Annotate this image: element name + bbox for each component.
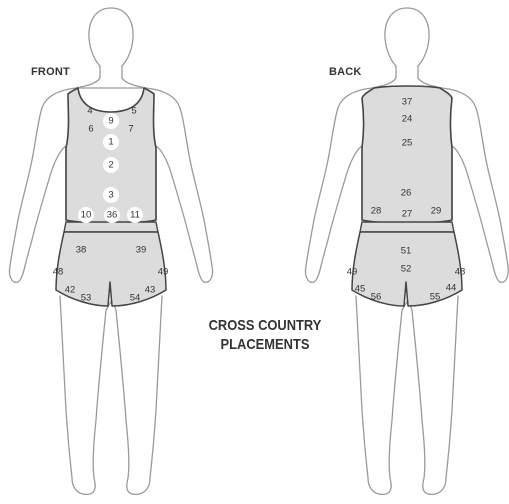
front-placement-9: 9 bbox=[108, 116, 113, 127]
front-placement-42: 42 bbox=[65, 285, 76, 296]
front-placement-7: 7 bbox=[128, 124, 133, 135]
back-legs-outline bbox=[356, 296, 458, 494]
back-placement-28: 28 bbox=[371, 206, 382, 217]
back-placement-37: 37 bbox=[402, 97, 413, 108]
front-legs-outline bbox=[60, 296, 162, 494]
back-placement-56: 56 bbox=[371, 292, 382, 303]
back-placement-52: 52 bbox=[401, 264, 412, 275]
front-figure bbox=[9, 8, 212, 494]
front-placement-2: 2 bbox=[108, 160, 113, 171]
back-placement-27: 27 bbox=[402, 209, 413, 220]
back-placement-55: 55 bbox=[430, 292, 441, 303]
front-placement-53: 53 bbox=[81, 293, 92, 304]
front-placement-54: 54 bbox=[130, 293, 141, 304]
front-head bbox=[76, 8, 146, 88]
back-placement-26: 26 bbox=[401, 188, 412, 199]
back-placement-48: 48 bbox=[455, 267, 466, 278]
front-placement-10: 10 bbox=[81, 210, 92, 221]
front-placement-49: 49 bbox=[158, 267, 169, 278]
front-placement-1: 1 bbox=[108, 137, 113, 148]
back-head bbox=[372, 8, 442, 88]
front-waistband bbox=[64, 222, 158, 232]
front-placement-3: 3 bbox=[108, 190, 113, 201]
back-placement-44: 44 bbox=[446, 283, 457, 294]
back-placement-49: 49 bbox=[347, 267, 358, 278]
front-placement-39: 39 bbox=[136, 245, 147, 256]
back-waistband bbox=[360, 222, 454, 232]
front-placement-48: 48 bbox=[53, 267, 64, 278]
front-placement-11: 11 bbox=[130, 210, 140, 221]
back-placement-24: 24 bbox=[402, 114, 413, 125]
back-placement-45: 45 bbox=[355, 284, 366, 295]
back-placement-51: 51 bbox=[401, 246, 412, 257]
back-placement-25: 25 bbox=[402, 138, 413, 149]
front-placement-6: 6 bbox=[88, 124, 93, 135]
front-placement-5: 5 bbox=[131, 106, 136, 117]
front-placement-38: 38 bbox=[76, 245, 87, 256]
front-placement-36: 36 bbox=[107, 210, 118, 221]
front-placement-4: 4 bbox=[87, 106, 92, 117]
back-placement-29: 29 bbox=[431, 206, 442, 217]
front-placement-43: 43 bbox=[145, 285, 156, 296]
